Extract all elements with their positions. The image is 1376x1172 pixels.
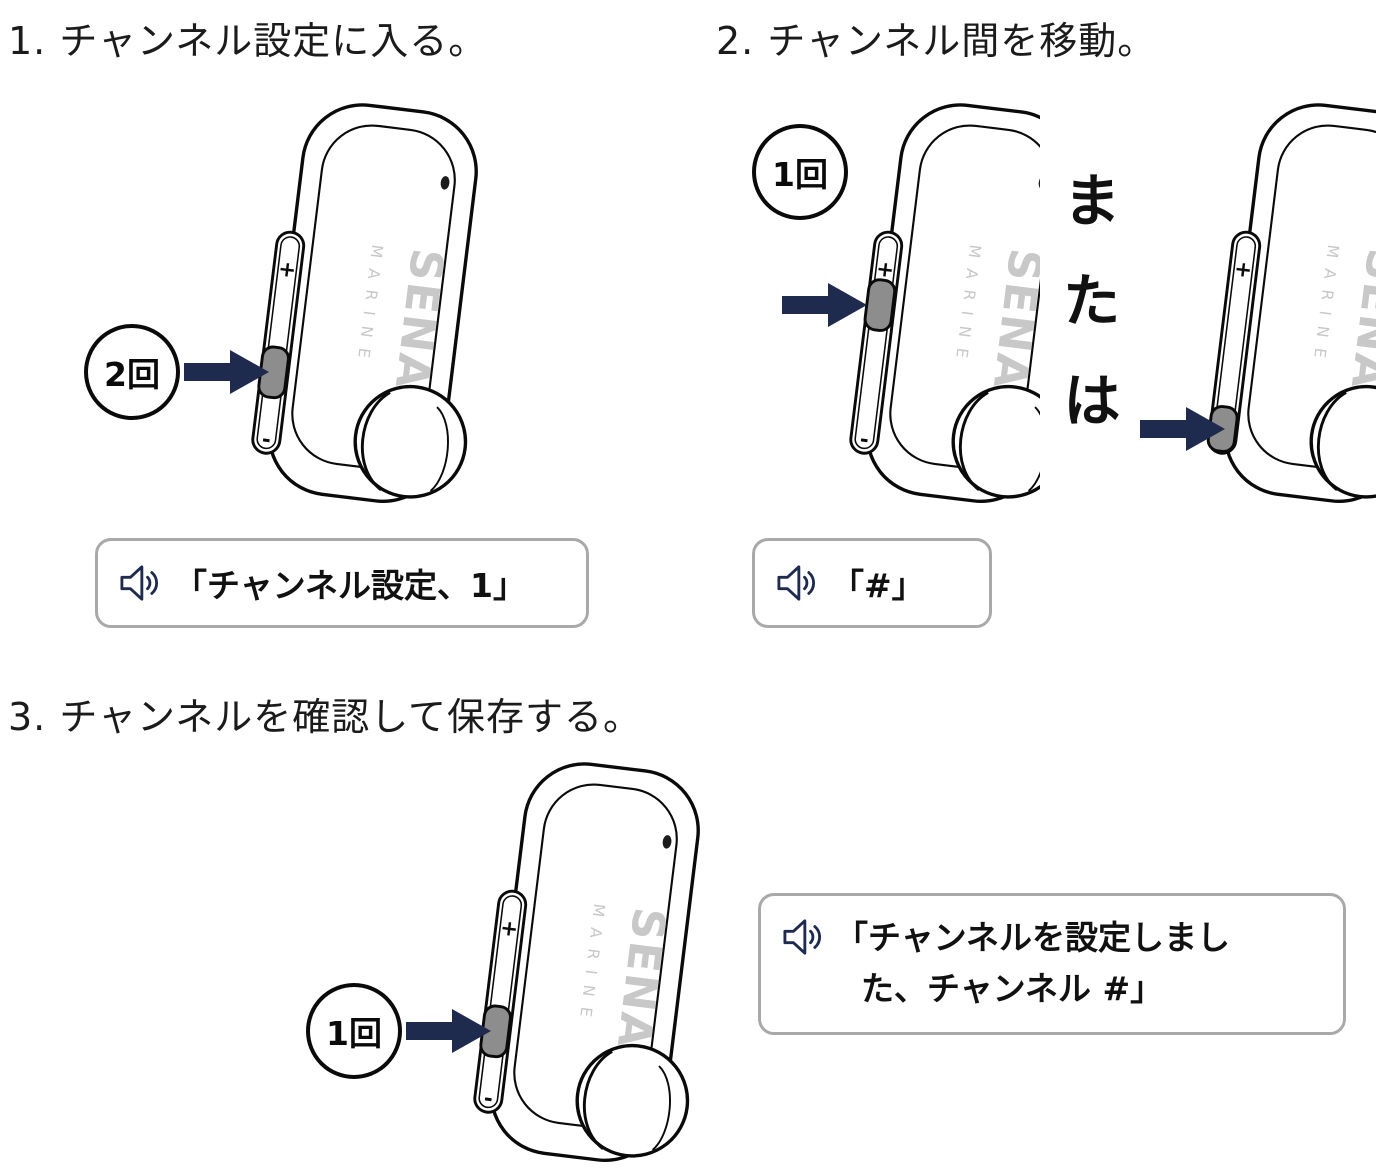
step2-voice-prompt-text: 「#」 [831,566,925,605]
step2-tap-count-badge: 1回 [752,124,848,220]
step2-title: 2. チャンネル間を移動。 [716,19,1157,63]
step2-device-left [808,96,1040,512]
step1-voice-prompt-bubble: 「チャンネル設定、1」 [95,538,589,628]
step2-voice-prompt-bubble: 「#」 [752,538,992,628]
step3-device [432,755,732,1171]
step2-arrow-down-icon [1140,407,1225,451]
step1-device [210,96,510,512]
step3-voice-prompt-line2: た、チャンネル #」 [861,969,1164,1009]
or-label: または [1053,170,1121,470]
step3-tap-count-badge: 1回 [306,983,402,1079]
step3-voice-prompt-line1: 「チャンネルを設定しまし [835,918,1231,957]
step3-title: 3. チャンネルを確認して保存する。 [8,695,643,739]
plus-button-highlight [863,278,897,332]
step1-voice-prompt-text: 「チャンネル設定、1」 [174,566,526,605]
speaker-icon [777,565,816,601]
step1-tap-count-badge: 2回 [84,324,180,420]
step3-arrow-icon [406,1009,491,1053]
speaker-icon [783,919,822,955]
step3-voice-prompt-bubble: 「チャンネルを設定しまし た、チャンネル #」 [758,893,1346,1035]
step2-arrow-up-icon [782,283,867,327]
step1-title: 1. チャンネル設定に入る。 [8,19,488,63]
speaker-icon [120,565,159,601]
step3-voice-prompt-text: 「チャンネルを設定しまし た、チャンネル #」 [835,912,1230,1014]
step1-arrow-icon [184,350,269,394]
